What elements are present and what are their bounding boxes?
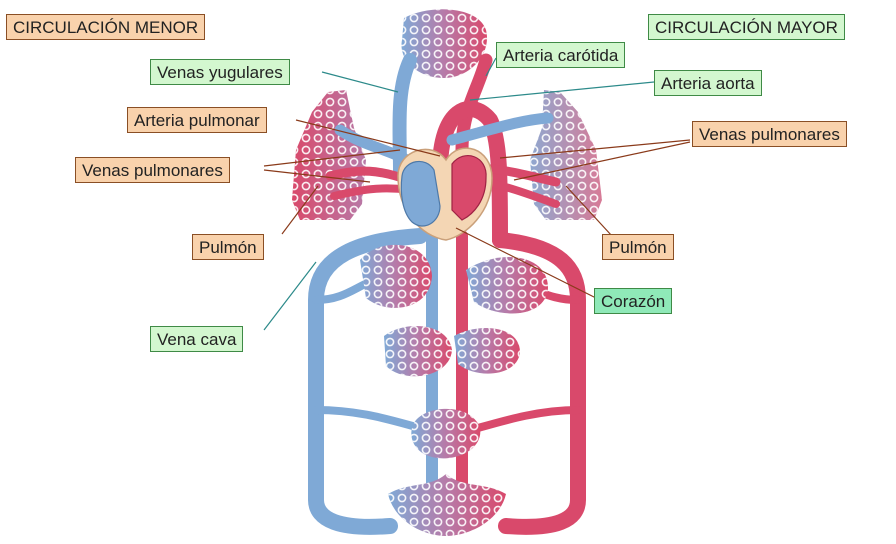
label-pulmon-left: Pulmón [192,234,264,260]
title-circulacion-menor: CIRCULACIÓN MENOR [6,14,205,40]
heart [398,148,492,240]
label-venas-pulmonares-right: Venas pulmonares [692,121,847,147]
label-arteria-aorta: Arteria aorta [654,70,762,96]
label-arteria-pulmonar: Arteria pulmonar [127,107,267,133]
title-circulacion-mayor: CIRCULACIÓN MAYOR [648,14,845,40]
label-venas-yugulares: Venas yugulares [150,59,290,85]
label-pulmon-right: Pulmón [602,234,674,260]
label-arteria-carotida: Arteria carótida [496,42,625,68]
label-vena-cava: Vena cava [150,326,243,352]
label-venas-pulmonares-left: Venas pulmonares [75,157,230,183]
label-corazon: Corazón [594,288,672,314]
organ-capillaries [360,245,548,536]
